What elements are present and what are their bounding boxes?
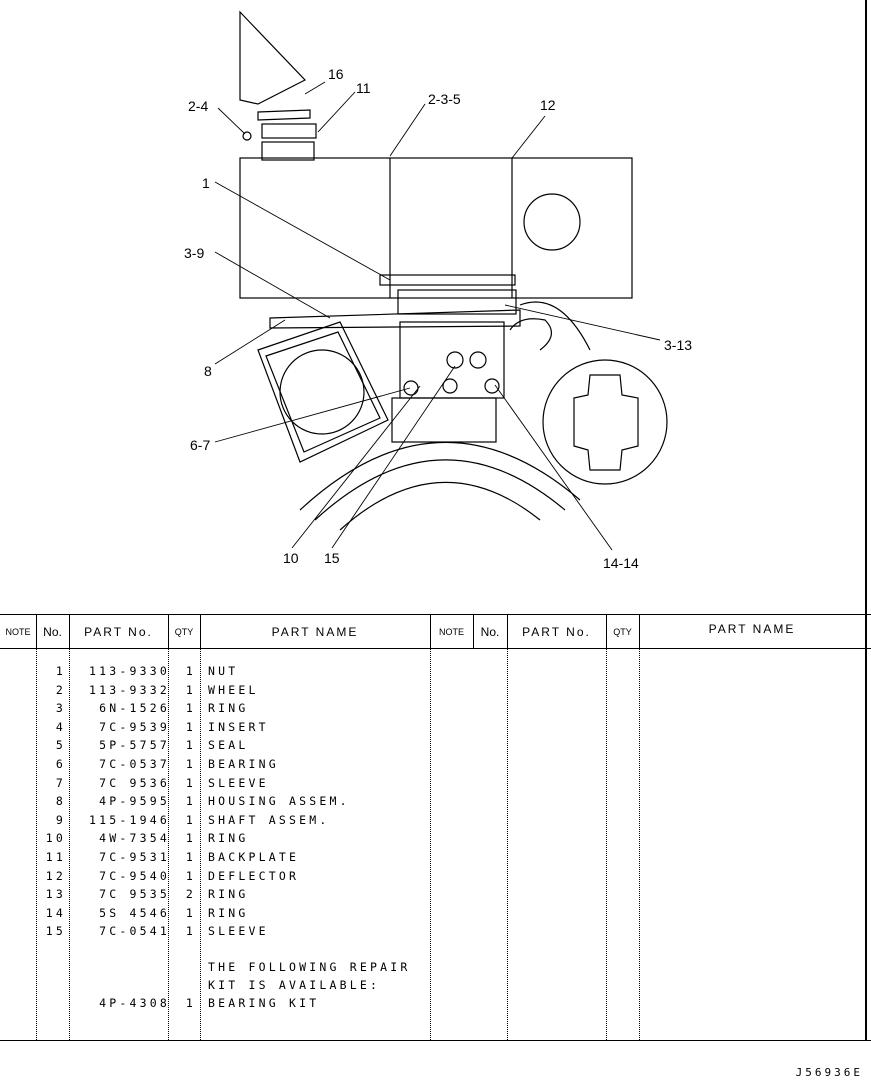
callout-2-4: 2-4 <box>188 98 208 114</box>
row-no: 4 <box>55 719 66 734</box>
row-qty: 1 <box>185 812 196 827</box>
callout-10: 10 <box>283 550 299 566</box>
row-no: 6 <box>55 757 66 771</box>
row-name: SHAFT ASSEM. <box>208 812 330 827</box>
row-qty: 1 <box>185 701 196 716</box>
row-name: HOUSING ASSEM. <box>208 794 350 809</box>
turbo-housing <box>239 157 633 299</box>
row-no: 9 <box>55 812 66 827</box>
callout-16: 16 <box>328 66 344 82</box>
row-name: BEARING <box>208 757 279 771</box>
table-bottom-rule <box>0 1040 871 1041</box>
row-qty: 1 <box>185 682 196 697</box>
row-name: RING <box>208 831 249 846</box>
left-flange <box>257 321 389 463</box>
turbocharger-diagram: 16 11 2-4 2-3-5 12 1 3-9 8 3-13 6-7 10 1… <box>184 10 692 571</box>
repair-note-line-2: KIT IS AVAILABLE: <box>208 978 381 992</box>
header-no-right: No. <box>480 625 500 639</box>
housing-port <box>523 193 581 251</box>
row-part-no: 115-1946 <box>89 812 170 827</box>
row-qty: 1 <box>185 831 196 846</box>
header-part-name: PART NAME <box>271 625 359 639</box>
callout-8: 8 <box>204 363 212 379</box>
header-qty: QTY <box>174 627 194 637</box>
row-part-no: 7C 9535 <box>99 887 170 902</box>
row-no: 15 <box>45 924 66 939</box>
header-no: No. <box>43 625 62 639</box>
row-name: SEAL <box>208 738 249 753</box>
frame-right-border <box>865 0 867 1040</box>
callout-12: 12 <box>540 97 556 113</box>
row-qty: 1 <box>185 757 196 771</box>
kit-part-name: BEARING KIT <box>208 996 320 1010</box>
row-name: INSERT <box>208 719 269 734</box>
table-top-rule <box>0 614 871 615</box>
header-part-name-right: PART NAME <box>708 622 796 636</box>
row-qty: 1 <box>185 719 196 734</box>
row-part-no: 7C-9539 <box>99 719 170 734</box>
kit-part-no: 4P-4308 <box>99 996 170 1010</box>
row-qty: 1 <box>185 850 196 864</box>
row-no: 12 <box>45 868 66 883</box>
callout-3-9: 3-9 <box>184 245 204 261</box>
row-no: 11 <box>45 850 66 864</box>
callout-6-7: 6-7 <box>190 437 210 453</box>
row-qty: 1 <box>185 794 196 809</box>
row-part-no: 6N-1526 <box>99 701 170 716</box>
drawing-code: J56936E <box>795 1066 863 1079</box>
repair-note-line-1: THE FOLLOWING REPAIR <box>208 960 411 974</box>
row-qty: 2 <box>185 887 196 902</box>
row-part-no: 4P-9595 <box>99 794 170 809</box>
row-no: 3 <box>55 701 66 716</box>
row-name: DEFLECTOR <box>208 868 300 883</box>
header-part-no-right: PART No. <box>522 625 591 639</box>
row-no: 14 <box>45 905 66 920</box>
callout-3-13: 3-13 <box>664 337 692 353</box>
row-no: 7 <box>55 775 66 790</box>
table-header-rule <box>0 648 871 649</box>
row-name: RING <box>208 887 249 902</box>
inlet-duct <box>239 10 306 105</box>
callout-14-14: 14-14 <box>603 555 639 571</box>
callout-15: 15 <box>324 550 340 566</box>
row-part-no: 7C-9531 <box>99 850 170 864</box>
row-qty: 1 <box>185 664 196 678</box>
row-name: SLEEVE <box>208 924 269 939</box>
header-part-no: PART No. <box>84 625 153 639</box>
row-part-no: 5P-5757 <box>99 738 170 753</box>
row-no: 5 <box>55 738 66 753</box>
row-part-no: 113-9332 <box>89 682 170 697</box>
callout-1: 1 <box>202 175 210 191</box>
callout-11: 11 <box>356 80 371 96</box>
right-flange <box>542 359 668 485</box>
row-part-no: 7C-0541 <box>99 924 170 939</box>
row-qty: 1 <box>185 775 196 790</box>
row-name: SLEEVE <box>208 775 269 790</box>
row-name: RING <box>208 701 249 716</box>
header-qty-right: QTY <box>613 627 632 637</box>
row-part-no: 7C 9536 <box>99 775 170 790</box>
row-name: WHEEL <box>208 682 259 697</box>
row-part-no: 4W-7354 <box>99 831 170 846</box>
row-qty: 1 <box>185 738 196 753</box>
row-no: 10 <box>45 831 66 846</box>
row-part-no: 7C-9540 <box>99 868 170 883</box>
row-part-no: 113-9330 <box>89 664 170 678</box>
row-qty: 1 <box>185 868 196 883</box>
row-no: 1 <box>55 664 66 678</box>
row-name: NUT <box>208 664 239 678</box>
header-note-right: NOTE <box>438 627 464 637</box>
row-name: RING <box>208 905 249 920</box>
row-no: 13 <box>45 887 66 902</box>
row-qty: 1 <box>185 924 196 939</box>
row-name: BACKPLATE <box>208 850 300 864</box>
row-part-no: 7C-0537 <box>99 757 170 771</box>
row-qty: 1 <box>185 905 196 920</box>
header-note: NOTE <box>5 627 31 637</box>
row-part-no: 5S 4546 <box>99 905 170 920</box>
callout-2-3-5: 2-3-5 <box>428 91 461 107</box>
row-no: 8 <box>55 794 66 809</box>
row-no: 2 <box>55 682 66 697</box>
kit-qty: 1 <box>185 996 196 1010</box>
